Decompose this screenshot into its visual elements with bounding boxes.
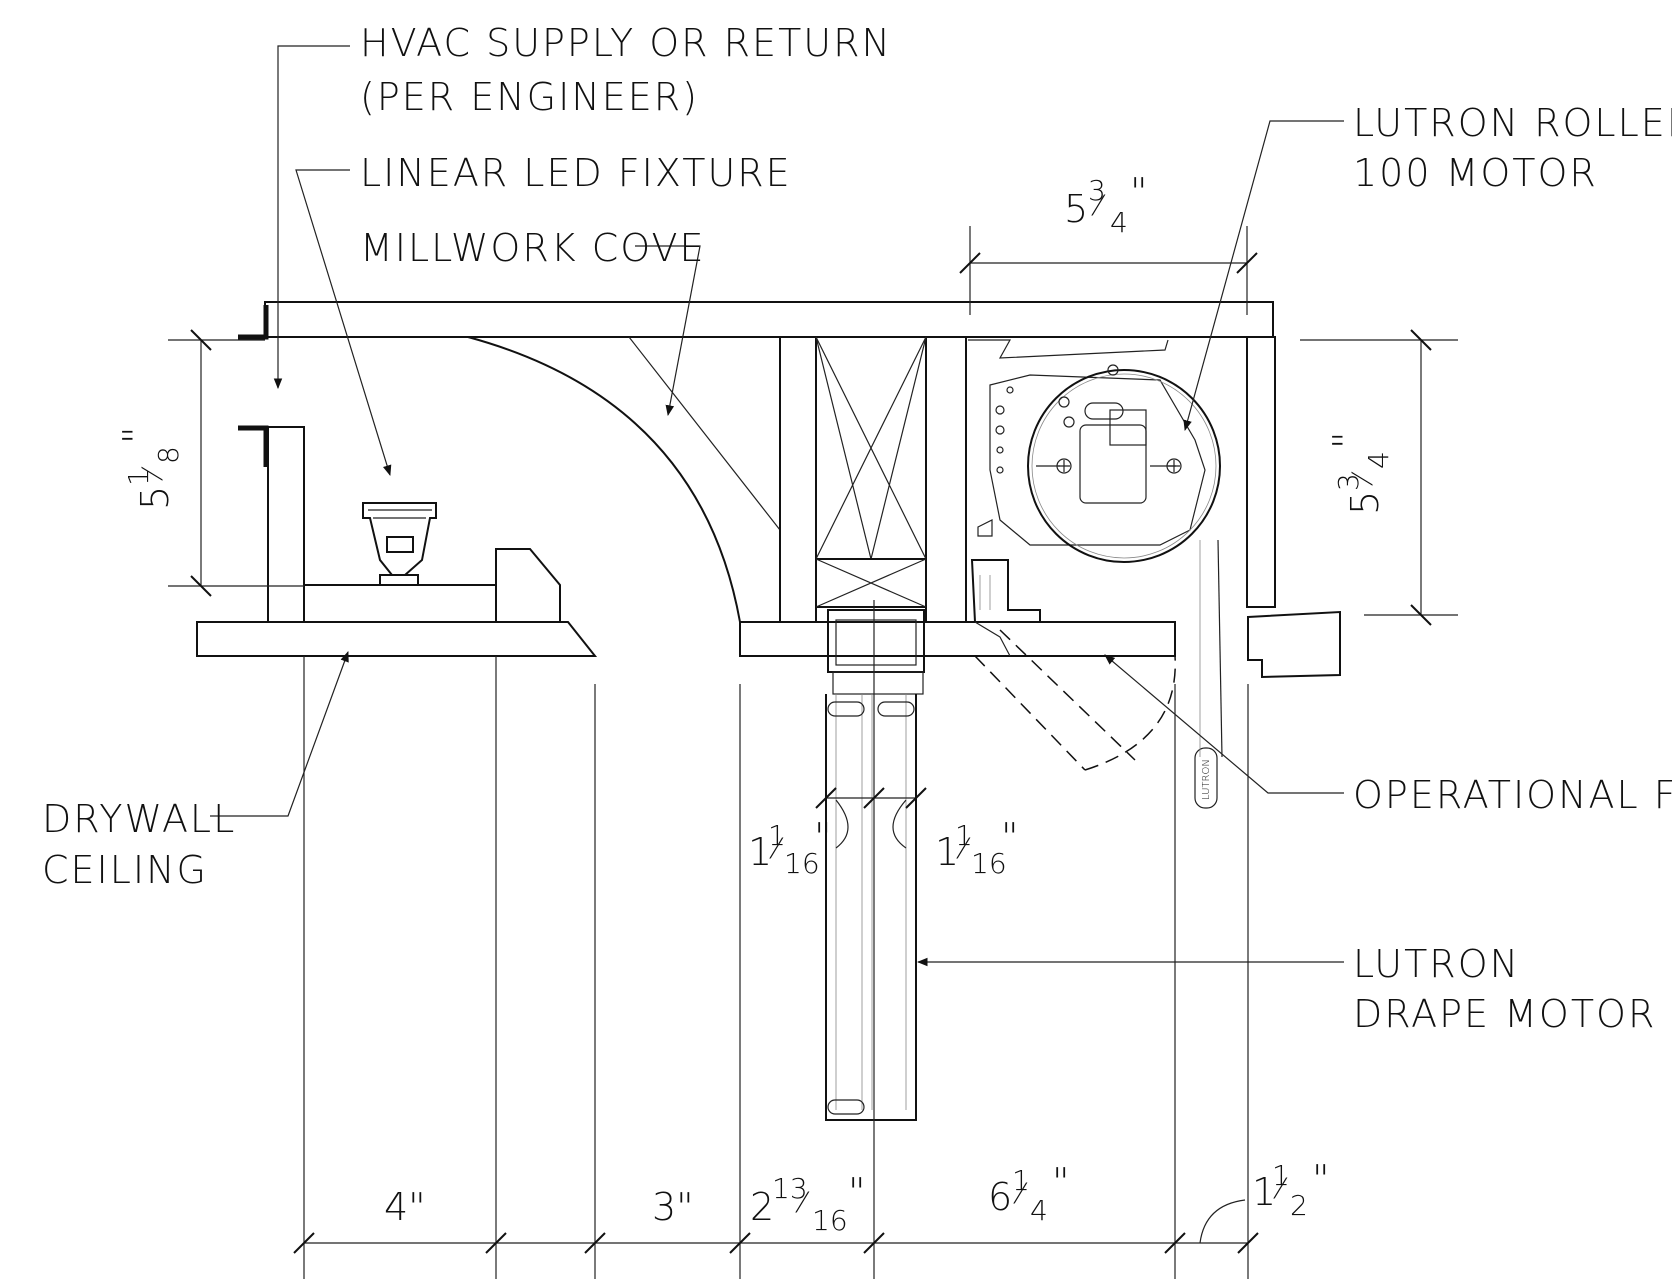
drape-motor — [825, 600, 925, 1121]
dim-bottom-3: 2 13 ⁄ 16 " — [750, 1170, 865, 1237]
top-plywood-panel — [264, 301, 1274, 338]
svg-text:2: 2 — [1290, 1189, 1308, 1222]
svg-text:5: 5 — [133, 486, 177, 510]
svg-text:3: 3 — [1088, 174, 1106, 207]
svg-text:16: 16 — [812, 1204, 848, 1237]
svg-text:1: 1 — [935, 830, 959, 874]
svg-text:5: 5 — [1343, 491, 1387, 515]
right-wood-block — [1247, 610, 1341, 679]
extension-lines — [168, 226, 1458, 1279]
svg-text:2: 2 — [750, 1185, 774, 1229]
dimension-lines — [190, 252, 1432, 1254]
svg-text:": " — [1325, 432, 1369, 449]
label-roller-line1: LUTRON ROLLER — [1353, 101, 1672, 145]
dim-bottom-1: 4" — [384, 1185, 426, 1229]
dim-right-height: 5 3 ⁄ 4 " — [1325, 432, 1395, 515]
svg-text:1: 1 — [1272, 1159, 1290, 1192]
svg-text:1: 1 — [122, 468, 155, 486]
svg-text:4: 4 — [1030, 1194, 1048, 1227]
svg-text:13: 13 — [772, 1172, 808, 1205]
svg-text:16: 16 — [971, 847, 1007, 880]
dim-bottom-4: 6 1 ⁄ 4 " — [988, 1160, 1069, 1227]
svg-text:5: 5 — [1064, 187, 1088, 231]
svg-text:": " — [1312, 1157, 1329, 1201]
dim-track-right: 1 1 ⁄ 16 " — [935, 815, 1018, 880]
cross-blocking — [815, 336, 927, 608]
svg-text:16: 16 — [784, 847, 820, 880]
label-led-fixture: LINEAR LED FIXTURE — [360, 151, 792, 195]
svg-text:1: 1 — [768, 819, 786, 852]
dim-bottom-5: 1 1 ⁄ 2 " — [1252, 1157, 1329, 1222]
dimension-texts: 5 3 ⁄ 4 " 5 1 ⁄ 8 " 5 3 ⁄ 4 " 1 1 ⁄ 16 " — [115, 170, 1395, 1237]
dim-left-height: 5 1 ⁄ 8 " — [115, 427, 185, 510]
dim-track-left: 1 1 ⁄ 16 " — [748, 815, 831, 880]
roller-motor-assembly: LUTRON — [968, 339, 1223, 809]
millwork-cove — [467, 336, 1176, 657]
label-roller-line2: 100 MOTOR — [1353, 151, 1598, 195]
svg-text:": " — [848, 1170, 865, 1214]
dim-top-width: 5 3 ⁄ 4 " — [1064, 170, 1147, 239]
svg-text:1: 1 — [955, 819, 973, 852]
svg-text:4: 4 — [1110, 206, 1128, 239]
svg-text:1: 1 — [748, 830, 772, 874]
svg-text:": " — [115, 427, 159, 444]
leader-lines — [210, 45, 1344, 967]
svg-text:": " — [1052, 1160, 1069, 1204]
hvac-duct-brackets — [238, 305, 269, 467]
svg-text:": " — [814, 815, 831, 859]
label-drywall-line1: DRYWALL — [42, 797, 236, 841]
vertical-studs — [779, 336, 1276, 623]
svg-text:": " — [1001, 815, 1018, 859]
label-drywall-line2: CEILING — [42, 848, 208, 892]
led-fixture — [362, 502, 437, 586]
svg-text:3: 3 — [1332, 473, 1365, 491]
led-shelf — [303, 548, 561, 623]
dim-bottom-2: 3" — [652, 1185, 694, 1229]
svg-text:4: 4 — [1362, 451, 1395, 469]
motor-tag-text: LUTRON — [1201, 759, 1212, 800]
svg-text:1: 1 — [1012, 1164, 1030, 1197]
svg-text:6: 6 — [988, 1175, 1012, 1219]
label-hvac-line2: (PER ENGINEER) — [360, 75, 699, 119]
drywall-ceiling — [196, 621, 598, 657]
svg-text:": " — [1130, 170, 1147, 214]
label-flap: OPERATIONAL FLAP — [1353, 773, 1672, 817]
svg-text:8: 8 — [152, 446, 185, 464]
label-millwork-cove: MILLWORK COVE — [360, 226, 706, 270]
operational-flap — [974, 621, 1176, 771]
label-hvac-line1: HVAC SUPPLY OR RETURN — [360, 21, 892, 65]
callout-labels: HVAC SUPPLY OR RETURN (PER ENGINEER) LIN… — [42, 21, 1672, 1036]
label-drape-line1: LUTRON — [1353, 942, 1520, 986]
label-drape-line2: DRAPE MOTOR — [1353, 992, 1656, 1036]
svg-text:1: 1 — [1252, 1170, 1276, 1214]
left-blocking — [267, 426, 305, 623]
